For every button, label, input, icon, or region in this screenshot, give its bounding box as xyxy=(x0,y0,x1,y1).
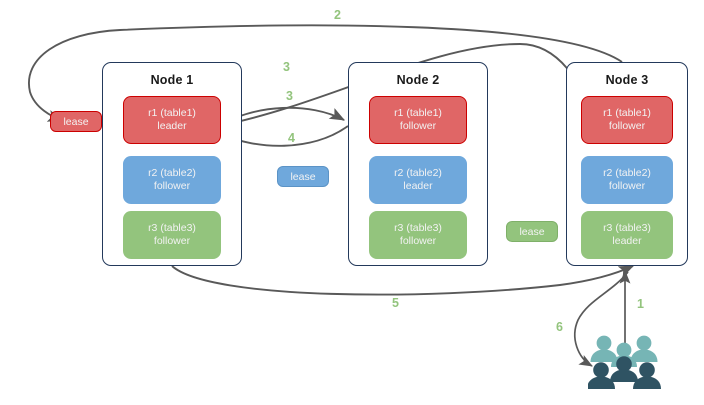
node1-title: Node 1 xyxy=(150,73,194,87)
replica-n1r2-line2: follower xyxy=(153,180,191,192)
replica-n3r2-line1: r2 (table2) xyxy=(603,167,651,179)
users-group-icon xyxy=(588,335,661,389)
lease-badge-blue[interactable]: lease xyxy=(277,166,329,187)
replica-n2r1-line2: follower xyxy=(399,120,437,132)
replica-n1r1[interactable]: r1 (table1) leader xyxy=(123,96,221,144)
node-card-node3[interactable]: Node 3 r1 (table1) follower r2 (table2) … xyxy=(566,62,688,266)
step-label-3b: 3 xyxy=(286,89,293,103)
replica-n1r3[interactable]: r3 (table3) follower xyxy=(123,211,221,259)
replica-n3r1-line2: follower xyxy=(608,120,646,132)
replica-n1r2-line1: r2 (table2) xyxy=(148,167,196,179)
replica-n3r3-line2: leader xyxy=(612,235,642,247)
replica-n3r1[interactable]: r1 (table1) follower xyxy=(581,96,673,144)
step-label-2: 2 xyxy=(334,8,341,22)
replica-n1r3-line1: r3 (table3) xyxy=(148,222,196,234)
arrow-step-6 xyxy=(573,271,629,367)
replica-n1r1-line1: r1 (table1) xyxy=(148,107,196,119)
node2-title: Node 2 xyxy=(396,73,440,87)
node3-title: Node 3 xyxy=(605,73,649,87)
replica-n3r2-line2: follower xyxy=(608,180,646,192)
node-card-node2[interactable]: Node 2 r1 (table1) follower r2 (table2) … xyxy=(348,62,488,266)
replica-n2r3[interactable]: r3 (table3) follower xyxy=(369,211,467,259)
replica-n2r2-line2: leader xyxy=(403,180,433,192)
step-label-3a: 3 xyxy=(283,60,290,74)
replica-n3r1-line1: r1 (table1) xyxy=(603,107,651,119)
replica-n2r3-line2: follower xyxy=(399,235,437,247)
replica-n2r1[interactable]: r1 (table1) follower xyxy=(369,96,467,144)
step-label-1: 1 xyxy=(637,297,644,311)
step-label-4: 4 xyxy=(288,131,295,145)
lease-badge-green[interactable]: lease xyxy=(506,221,558,242)
step-label-5: 5 xyxy=(392,296,399,310)
lease-badge-red[interactable]: lease xyxy=(50,111,102,132)
step-label-6: 6 xyxy=(556,320,563,334)
replica-n3r2[interactable]: r2 (table2) follower xyxy=(581,156,673,204)
arrow-step-5 xyxy=(171,265,635,296)
replica-n2r3-line1: r3 (table3) xyxy=(394,222,442,234)
replica-n1r3-line2: follower xyxy=(153,235,191,247)
replica-n3r3[interactable]: r3 (table3) leader xyxy=(581,211,673,259)
arrow-step-2 xyxy=(27,24,623,122)
replica-n1r1-line2: leader xyxy=(157,120,187,132)
replica-n2r2[interactable]: r2 (table2) leader xyxy=(369,156,467,204)
node-card-node1[interactable]: Node 1 r1 (table1) leader r2 (table2) fo… xyxy=(102,62,242,266)
replica-n2r1-line1: r1 (table1) xyxy=(394,107,442,119)
replica-n2r2-line1: r2 (table2) xyxy=(394,167,442,179)
replica-n3r3-line1: r3 (table3) xyxy=(603,222,651,234)
replica-n1r2[interactable]: r2 (table2) follower xyxy=(123,156,221,204)
